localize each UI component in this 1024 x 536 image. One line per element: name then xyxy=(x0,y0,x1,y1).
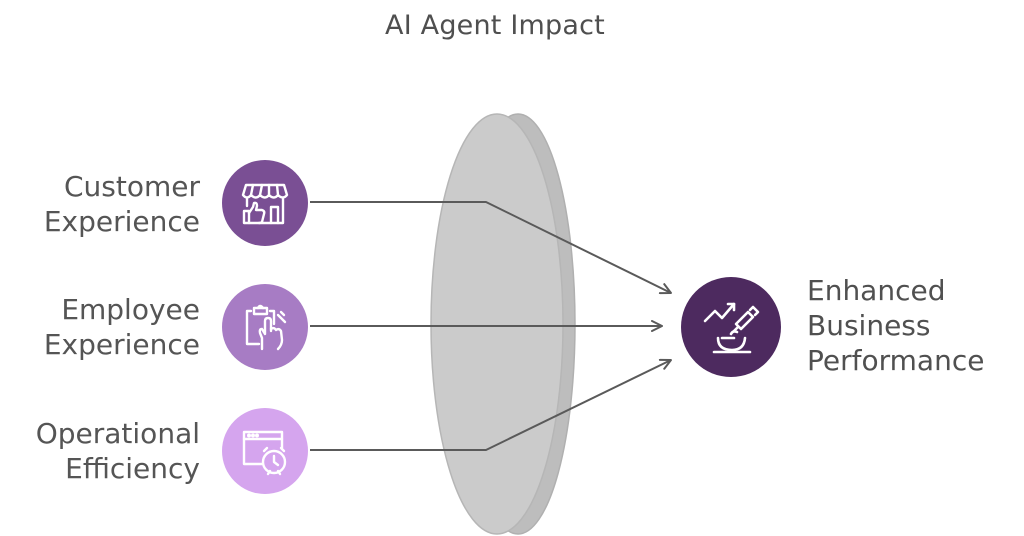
lens-face xyxy=(430,113,564,535)
chart-microscope-icon xyxy=(703,302,760,354)
output-label-enhanced-business-performance: Enhanced Business Performance xyxy=(807,274,985,377)
input-label-customer-experience: Customer Experience xyxy=(43,170,200,238)
browser-clock-icon xyxy=(242,430,287,476)
input-label-operational-efficiency: Operational Efficiency xyxy=(35,417,200,485)
employee-experience-node xyxy=(222,284,308,370)
arrow-operational-efficiency xyxy=(310,358,672,451)
diagram-title: AI Agent Impact xyxy=(385,10,605,41)
arrow-customer-experience xyxy=(310,201,672,295)
enhanced-business-performance-node xyxy=(681,277,781,377)
clipboard-hand-icon xyxy=(245,304,287,351)
customer-experience-node xyxy=(222,160,308,246)
input-label-employee-experience: Employee Experience xyxy=(43,293,200,361)
operational-efficiency-node xyxy=(222,408,308,494)
storefront-thumbs-up-icon xyxy=(241,183,289,225)
